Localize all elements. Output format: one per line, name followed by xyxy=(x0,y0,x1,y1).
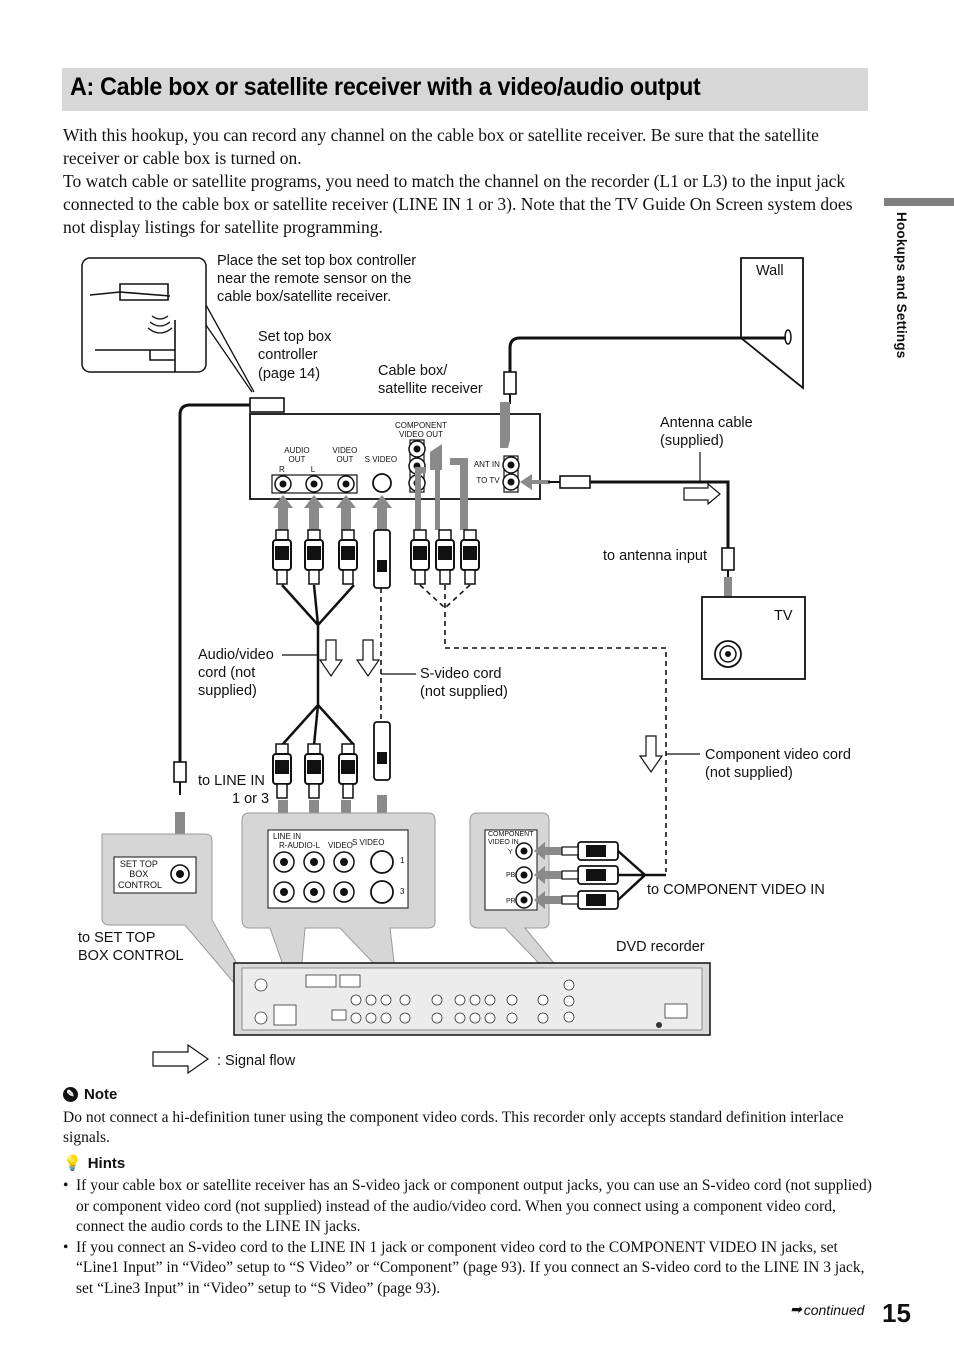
tv-box xyxy=(701,596,806,680)
note-icon: ✎ xyxy=(63,1087,78,1102)
label-antenna-cable: Antenna cable (supplied) xyxy=(660,415,757,449)
lightbulb-icon: 💡 xyxy=(63,1155,82,1172)
label-tv: TV xyxy=(774,608,793,624)
hint-item: If your cable box or satellite receiver … xyxy=(63,1176,873,1238)
section-tab-bar xyxy=(884,198,954,206)
signal-flow-arrow xyxy=(152,1043,210,1075)
label-set-top-box-controller: Set top box controller (page 14) xyxy=(258,329,335,382)
controller-cable xyxy=(178,403,250,762)
title-bar: A: Cable box or satellite receiver with … xyxy=(62,68,868,111)
label-to-component-in: to COMPONENT VIDEO IN xyxy=(647,882,825,898)
label-dvd-recorder: DVD recorder xyxy=(616,939,705,955)
hints-list: If your cable box or satellite receiver … xyxy=(63,1176,873,1299)
note-heading-label: Note xyxy=(84,1086,118,1103)
label-signal-flow: : Signal flow xyxy=(217,1053,296,1069)
hints-heading-label: Hints xyxy=(87,1154,126,1172)
note-heading: ✎ Note xyxy=(63,1086,117,1103)
section-tab: Hookups and Settings xyxy=(884,198,954,368)
wall-outlet xyxy=(740,257,804,390)
section-tab-label: Hookups and Settings xyxy=(894,212,909,359)
page-title: A: Cable box or satellite receiver with … xyxy=(70,73,701,101)
controller-inset-box xyxy=(81,257,207,373)
controller-inset-drawing xyxy=(89,283,176,372)
intro-paragraph-2: To watch cable or satellite programs, yo… xyxy=(63,171,853,237)
continued-label: continued xyxy=(803,1301,865,1318)
label-to-antenna-input: to antenna input xyxy=(603,548,707,564)
label-av-cord: Audio/video cord (not supplied) xyxy=(198,647,278,699)
label-wall: Wall xyxy=(756,263,784,279)
label-component-cord: Component video cord (not supplied) xyxy=(705,747,855,781)
continued-indicator: ➡ continued xyxy=(790,1301,864,1318)
ir-signal-waves xyxy=(147,315,173,334)
cable-box-panel xyxy=(249,413,541,500)
note-body: Do not connect a hi-definition tuner usi… xyxy=(63,1109,844,1146)
label-stb-control-jack: SET TOP BOX CONTROL xyxy=(118,859,162,890)
set-top-controller-device xyxy=(249,397,285,413)
label-cable-box: Cable box/ satellite receiver xyxy=(378,363,483,397)
label-svideo-cord: S-video cord (not supplied) xyxy=(420,666,508,700)
label-line-in-panel: LINE IN R-AUDIO-L VIDEO S VIDEO 1 3 xyxy=(273,832,407,896)
label-component-in-panel: COMPONENT VIDEO IN Y PB PR xyxy=(488,831,535,905)
intro-paragraph-1: With this hookup, you can record any cha… xyxy=(63,125,819,168)
page-number: 15 xyxy=(882,1298,911,1328)
label-to-set-top: to SET TOP BOX CONTROL xyxy=(78,930,184,964)
label-place-controller: Place the set top box controller near th… xyxy=(217,253,420,305)
hints-heading: 💡 Hints xyxy=(63,1154,126,1173)
arrow-right-icon: ➡ xyxy=(790,1301,802,1317)
svg-text:COMPONENT VIDEO OUT AU: COMPONENT VIDEO OUT AUDIO OUT VIDEO OUT … xyxy=(279,421,502,485)
hint-item: If you connect an S-video cord to the LI… xyxy=(63,1238,873,1300)
intro-text: With this hookup, you can record any cha… xyxy=(63,124,868,239)
label-to-line-in: to LINE IN 1 or 3 xyxy=(198,773,269,807)
